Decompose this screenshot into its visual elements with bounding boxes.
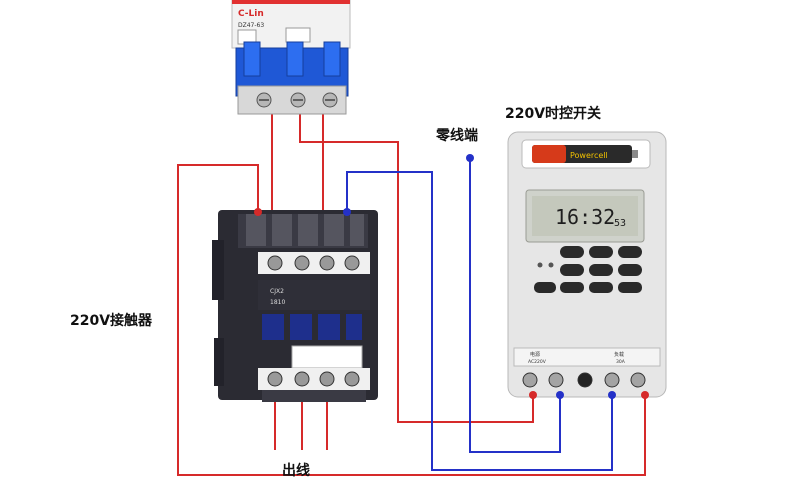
- timer-right-terminal-label: 负载: [614, 351, 624, 358]
- timer-button-8[interactable]: [560, 282, 584, 293]
- timer-button-4[interactable]: [560, 264, 584, 276]
- timer-left-terminal-sub: AC220V: [528, 359, 547, 365]
- timer-button-1[interactable]: [560, 246, 584, 258]
- contactor-coil-red-dot: [254, 208, 262, 216]
- timer-switch-label: 220V时控开关: [505, 105, 601, 122]
- circuit-breaker: C-Lin DZ47-63: [231, 0, 351, 115]
- contactor-brand: CJX2: [270, 288, 284, 295]
- timer-display-time: 16:32: [555, 205, 615, 229]
- contactor-label: 220V接触器: [70, 312, 153, 329]
- contactor-coil-blue-dot: [343, 208, 351, 216]
- red-wire-live-to-timer: [299, 108, 534, 423]
- timer-display-seconds: 53: [614, 218, 626, 229]
- contactor-device: CJX2 1810: [212, 210, 378, 402]
- red-wire-outer-loop: [177, 164, 646, 476]
- timer-terminal-red-dot-left: [529, 391, 537, 399]
- timer-button-10[interactable]: [618, 282, 642, 293]
- breaker-brand: C-Lin: [238, 9, 264, 19]
- battery-brand: Powercell: [570, 151, 608, 160]
- timer-right-terminal-sub: 30A: [616, 359, 626, 365]
- blue-wire-neutral: [469, 158, 561, 453]
- timer-terminal-red-dot-right: [641, 391, 649, 399]
- timer-button-7[interactable]: [534, 282, 556, 293]
- neutral-terminal-dot: [466, 154, 474, 162]
- timer-switch-device: Powercell 16:32 53 电源 AC220V 负载 30A: [507, 131, 667, 398]
- timer-button-6[interactable]: [618, 264, 642, 276]
- timer-button-5[interactable]: [589, 264, 613, 276]
- breaker-model: DZ47-63: [238, 22, 264, 29]
- timer-left-terminal-label: 电源: [530, 351, 540, 358]
- timer-terminal-blue-dot-left: [556, 391, 564, 399]
- timer-button-2[interactable]: [589, 246, 613, 258]
- timer-button-9[interactable]: [589, 282, 613, 293]
- blue-wire-coil-to-timer: [346, 171, 613, 471]
- timer-terminal-blue-dot-right: [608, 391, 616, 399]
- contactor-model: 1810: [270, 299, 285, 306]
- output-label: 出线: [282, 462, 310, 479]
- neutral-terminal-label: 零线端: [435, 127, 478, 144]
- timer-button-3[interactable]: [618, 246, 642, 258]
